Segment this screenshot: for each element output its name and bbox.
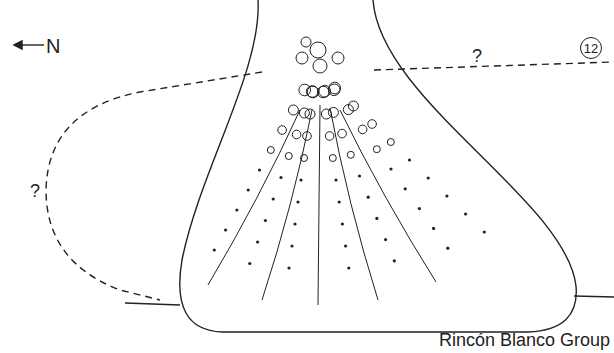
fine-clast [248,262,251,265]
clast [288,105,298,115]
clast [332,52,344,64]
clast [313,59,327,73]
fine-clast [408,158,411,161]
fine-clast [389,167,392,170]
solid-contact [574,296,614,297]
north-label: N [46,36,60,56]
fine-clast [290,244,293,247]
clast [301,37,311,47]
clast [296,52,308,64]
clast [299,84,311,96]
flow-line [318,105,320,305]
fine-clast [358,174,361,177]
fine-clast [256,240,259,243]
fine-clast [404,187,407,190]
fine-clast [344,244,347,247]
fine-clast [247,188,250,191]
fine-clast [384,238,387,241]
callout-number: 12 [580,37,602,59]
dashed-contact [374,62,614,70]
fine-clast [293,222,296,225]
unit-label: Rincón Blanco Group [439,331,610,349]
clast [292,130,301,139]
fine-clast [375,217,378,220]
dashed-contact [46,72,262,300]
fan-texture [208,37,486,305]
fan-outline [180,0,577,332]
solid-contact [125,303,180,305]
fine-clast [272,197,275,200]
fine-clast [213,248,216,251]
fine-clast [334,178,337,181]
fine-clast [299,178,302,181]
flow-line [340,110,436,282]
flow-line [330,108,378,300]
clast [321,109,331,119]
fine-clast [279,176,282,179]
clast [267,147,274,154]
clast [329,155,336,162]
fine-clast [418,207,421,210]
clast [348,101,358,111]
flow-line [208,110,300,285]
fine-clast [483,230,486,233]
fine-clast [432,227,435,230]
fine-clast [341,222,344,225]
clast [338,129,347,138]
fine-clast [287,266,290,269]
fine-clast [224,228,227,231]
fine-clast [258,168,261,171]
clast [305,109,315,119]
clast [368,120,377,129]
clast [301,155,308,162]
uncertain-mark: ? [472,47,482,65]
fine-clast [393,259,396,262]
clast [358,125,367,134]
fine-clast [338,200,341,203]
fine-clast [427,176,430,179]
fine-clast [445,194,448,197]
fine-clast [264,219,267,222]
clast [278,126,287,135]
clast [373,146,380,153]
north-arrowhead [14,41,22,49]
flow-line [262,110,312,300]
fine-clast [464,212,467,215]
clast [306,86,318,98]
fine-clast [446,247,449,250]
uncertain-mark: ? [30,182,40,200]
clast [328,107,338,117]
clast [310,42,326,58]
fine-clast [235,208,238,211]
clast [387,139,394,146]
clast [303,132,312,141]
fine-clast [367,196,370,199]
clast [325,132,334,141]
fine-clast [296,200,299,203]
clast [347,151,354,158]
clast [329,82,341,94]
fine-clast [347,266,350,269]
clast [285,153,292,160]
